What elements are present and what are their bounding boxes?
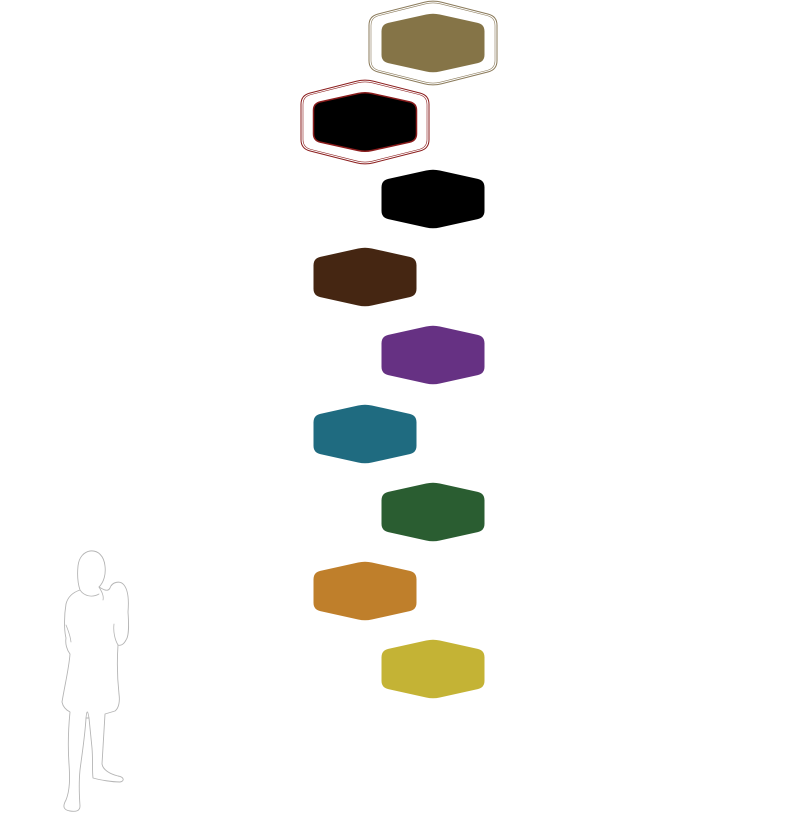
swatch-dark-green[interactable] xyxy=(381,482,485,542)
swatch-olive-brown-selection-ring-inner xyxy=(370,2,496,84)
person-silhouette-icon xyxy=(61,550,130,812)
swatch-dark-green-hexagon[interactable] xyxy=(381,482,485,542)
swatch-black-red-selection-ring-inner xyxy=(302,81,428,163)
swatch-black-red-hexagon[interactable] xyxy=(312,92,418,152)
swatch-black-red[interactable] xyxy=(300,79,430,165)
swatch-olive-brown[interactable] xyxy=(368,0,498,86)
swatch-olive-brown-hexagon[interactable] xyxy=(381,13,485,73)
swatch-orange-hexagon[interactable] xyxy=(313,561,417,621)
swatch-stack xyxy=(300,0,498,699)
swatch-orange[interactable] xyxy=(313,561,417,621)
swatch-black-hexagon[interactable] xyxy=(381,169,485,229)
swatch-mustard[interactable] xyxy=(381,639,485,699)
swatch-dark-brown-hexagon[interactable] xyxy=(313,247,417,307)
swatch-purple[interactable] xyxy=(381,325,485,385)
swatch-teal[interactable] xyxy=(313,404,417,464)
swatch-dark-brown[interactable] xyxy=(313,247,417,307)
swatch-purple-hexagon[interactable] xyxy=(381,325,485,385)
swatch-teal-hexagon[interactable] xyxy=(313,404,417,464)
swatch-black[interactable] xyxy=(381,169,485,229)
swatch-mustard-hexagon[interactable] xyxy=(381,639,485,699)
